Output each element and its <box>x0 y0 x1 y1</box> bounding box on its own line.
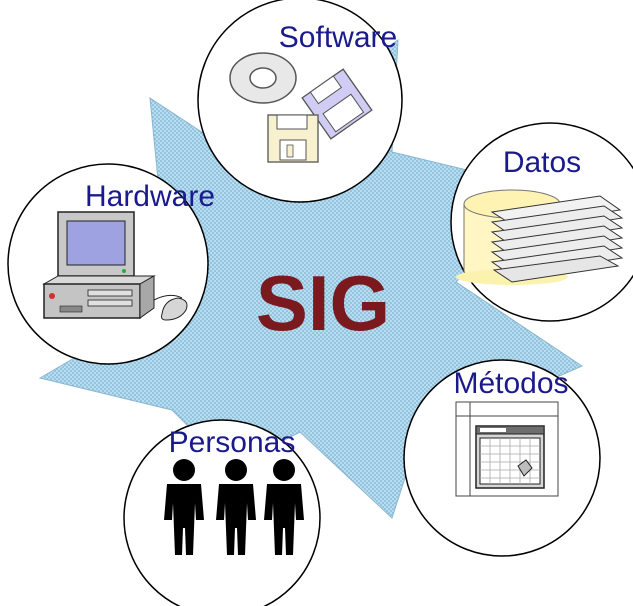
metodos-label: Métodos <box>453 367 568 400</box>
database-stack-icon <box>456 189 624 285</box>
hardware-label: Hardware <box>85 180 215 213</box>
computer-icon <box>42 211 188 321</box>
people-icon <box>164 459 304 555</box>
component-hardware: Hardware <box>7 163 215 365</box>
software-disks-icon <box>229 52 373 163</box>
software-label: Software <box>279 21 397 54</box>
component-personas: Personas <box>123 419 321 606</box>
personas-label: Personas <box>169 426 296 459</box>
datos-label: Datos <box>503 146 581 179</box>
component-metodos: Métodos <box>403 359 601 557</box>
method-window-icon <box>455 401 559 497</box>
component-datos: Datos <box>450 122 633 322</box>
component-software: Software <box>197 0 403 203</box>
center-label: SIG <box>256 259 390 347</box>
